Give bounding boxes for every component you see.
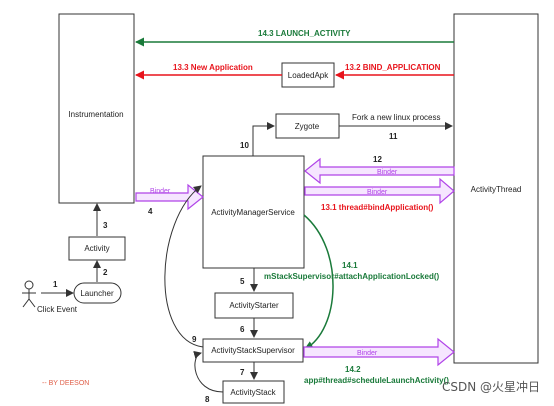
launch-activity-label: 14.3 LAUNCH_ACTIVITY bbox=[258, 29, 351, 38]
bind-application-label: 13.2 BIND_APPLICATION bbox=[345, 63, 441, 72]
activity-label: Activity bbox=[84, 244, 109, 253]
step-5-label: 5 bbox=[240, 277, 245, 286]
activity-starter-label: ActivityStarter bbox=[229, 301, 279, 310]
author-note: -- BY DEESON bbox=[42, 380, 89, 387]
step-3-label: 3 bbox=[103, 221, 108, 230]
step-2-label: 2 bbox=[103, 268, 108, 277]
step-10-label: 10 bbox=[240, 141, 249, 150]
stack-supervisor-box bbox=[202, 338, 304, 363]
binder-arrow-step-14-2 bbox=[303, 337, 455, 367]
step-4-label: 4 bbox=[148, 207, 153, 216]
click-event-label: Click Event bbox=[37, 305, 78, 314]
activity-thread-label: ActivityThread bbox=[471, 185, 522, 194]
user-actor-icon bbox=[22, 280, 36, 308]
instrumentation-label: Instrumentation bbox=[68, 110, 123, 119]
activity-thread-box bbox=[453, 13, 539, 364]
binder-arrow-step-4 bbox=[135, 183, 204, 211]
new-application-label: 13.3 New Application bbox=[173, 63, 253, 72]
thread-bind-label: 13.1 thread#bindApplication() bbox=[321, 203, 434, 212]
step-14-2-label: 14.2 bbox=[345, 365, 361, 374]
fork-process-label: Fork a new linux process bbox=[352, 113, 440, 122]
step-9-label: 9 bbox=[192, 335, 197, 344]
stack-supervisor-label: ActivityStackSupervisor bbox=[211, 346, 295, 355]
attach-app-label: mStackSupervisor#attachApplicationLocked… bbox=[264, 272, 439, 281]
arrow-step-14-1 bbox=[303, 214, 334, 350]
schedule-launch-label: app#thread#scheduleLaunchActivity() bbox=[304, 376, 449, 385]
arrow-step-10 bbox=[252, 122, 275, 156]
csdn-watermark: CSDN @火星冲日 bbox=[442, 379, 540, 394]
arrow-step-8 bbox=[193, 351, 224, 393]
activity-stack-label: ActivityStack bbox=[230, 388, 276, 397]
loaded-apk-box bbox=[281, 62, 335, 88]
binder-ss-thread-label: Binder bbox=[357, 350, 378, 357]
step-7-label: 7 bbox=[240, 368, 245, 377]
zygote-label: Zygote bbox=[295, 122, 320, 131]
loaded-apk-label: LoadedApk bbox=[288, 71, 329, 80]
step-12-label: 12 bbox=[373, 155, 382, 164]
ams-label: ActivityManagerService bbox=[211, 208, 295, 217]
ams-box bbox=[202, 155, 305, 269]
step-14-1-label: 14.1 bbox=[342, 261, 358, 270]
instrumentation-box bbox=[58, 13, 135, 204]
binder-12-label: Binder bbox=[377, 169, 398, 176]
step-6-label: 6 bbox=[240, 325, 245, 334]
launcher-label: Launcher bbox=[80, 289, 114, 298]
binder-ams-thread-label: Binder bbox=[367, 189, 388, 196]
launcher-box bbox=[73, 282, 122, 304]
step-8-label: 8 bbox=[205, 395, 210, 404]
step-11-label: 11 bbox=[389, 132, 398, 141]
binder-inst-ams-label: Binder bbox=[150, 188, 171, 195]
binder-arrow-ams-thread bbox=[304, 177, 455, 205]
binder-arrow-step-12 bbox=[304, 157, 455, 185]
arrow-step-9 bbox=[164, 185, 204, 348]
step-1-label: 1 bbox=[53, 280, 58, 289]
